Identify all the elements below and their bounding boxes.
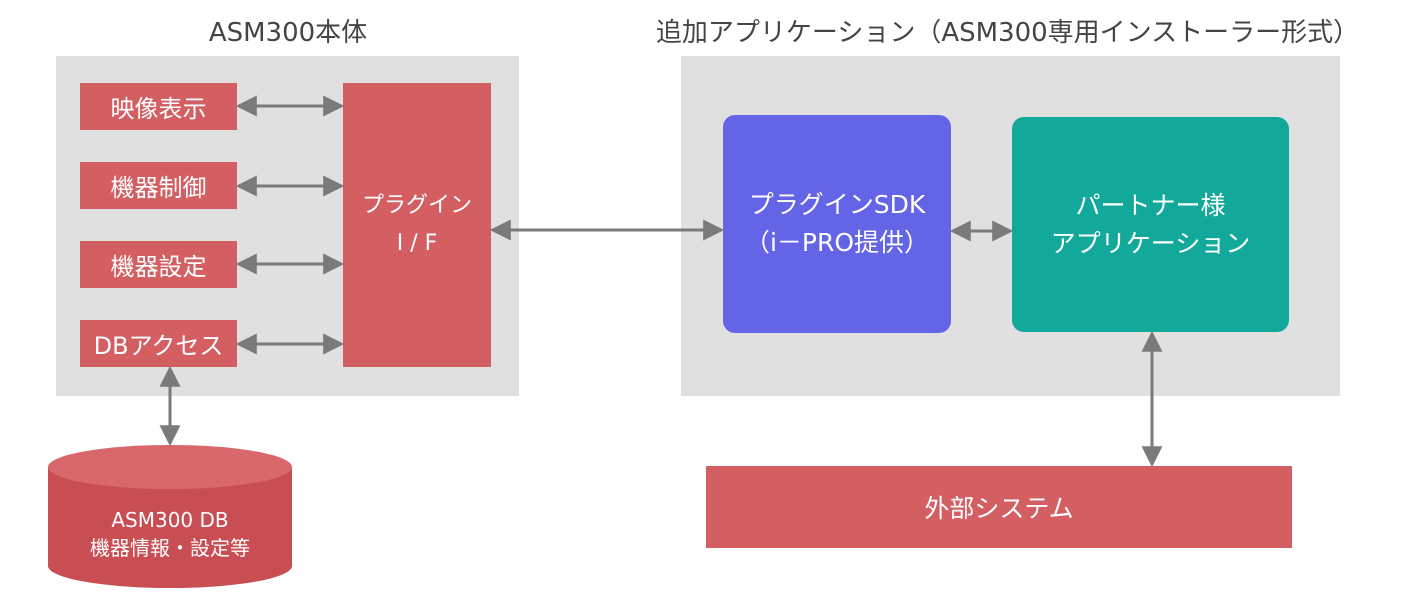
function-db-access: DBアクセス — [80, 320, 237, 367]
database-line2: 機器情報・設定等 — [90, 536, 250, 560]
partner-line1: パートナー様 — [1075, 190, 1226, 220]
function-device-control: 機器制御 — [80, 162, 237, 209]
database-label: ASM300 DB 機器情報・設定等 — [48, 506, 292, 562]
function-video-display: 映像表示 — [80, 83, 237, 130]
plugin-if-line1: プラグイン — [361, 193, 472, 218]
plugin-sdk-box: プラグインSDK （i－PRO提供） — [723, 115, 951, 333]
plugin-interface-box: プラグイン I / F — [343, 83, 491, 367]
database-cylinder — [48, 445, 292, 588]
database-line1: ASM300 DB — [111, 508, 229, 532]
plugin-if-line2: I / F — [396, 231, 438, 256]
external-system-box: 外部システム — [706, 466, 1292, 548]
sdk-line2: （i－PRO提供） — [744, 228, 930, 257]
partner-app-box: パートナー様 アプリケーション — [1012, 117, 1289, 332]
sdk-line1: プラグインSDK — [748, 190, 926, 219]
additional-app-title: 追加アプリケーション（ASM300専用インストーラー形式） — [655, 18, 1360, 48]
partner-line2: アプリケーション — [1050, 228, 1251, 258]
asm300-title: ASM300本体 — [208, 18, 368, 48]
function-device-settings: 機器設定 — [80, 241, 237, 288]
